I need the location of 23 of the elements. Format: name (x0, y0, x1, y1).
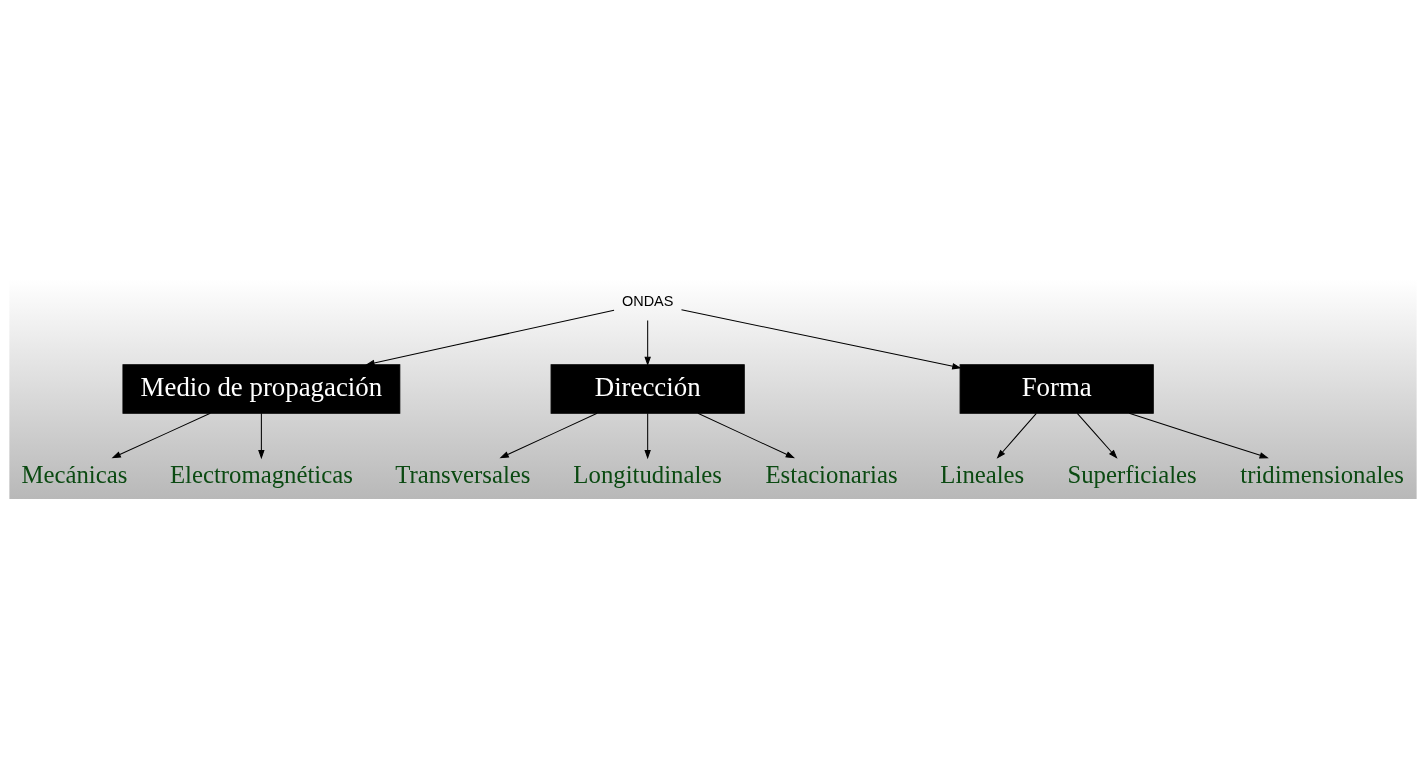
arrow (697, 412, 795, 458)
node-text: Lineales (940, 460, 1025, 488)
node-box: Dirección (550, 363, 745, 414)
node-box: Medio de propagación (122, 363, 401, 414)
node-text: Longitudinales (573, 460, 722, 488)
node-text: tridimensionales (1240, 460, 1404, 488)
node-text: Mecánicas (21, 460, 128, 488)
arrow (996, 412, 1037, 459)
arrow (111, 412, 211, 458)
arrow (1076, 412, 1118, 459)
node-text: ONDAS (621, 292, 674, 309)
arrow (1128, 412, 1269, 458)
arrow (499, 412, 598, 458)
arrow (365, 309, 615, 366)
arrow (258, 412, 265, 459)
node-text: Superficiales (1067, 460, 1197, 488)
arrow (644, 319, 651, 366)
arrow (680, 308, 962, 369)
arrow (644, 412, 651, 459)
node-text: Estacionarias (765, 460, 898, 488)
node-text: Transversales (395, 460, 531, 488)
node-box: Forma (959, 363, 1154, 414)
node-text: Electromagnéticas (169, 460, 353, 488)
